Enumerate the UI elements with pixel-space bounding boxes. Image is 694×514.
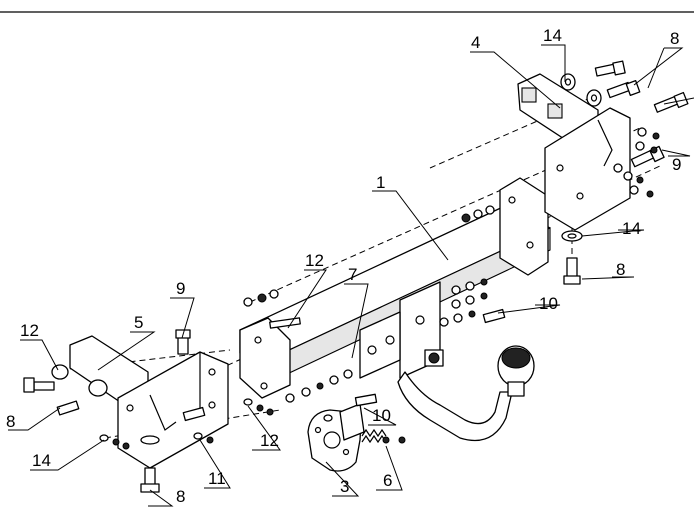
callout-8-left: 8 bbox=[6, 412, 15, 431]
socket-plate-part-3 bbox=[307, 403, 365, 472]
bolt-top-right-2 bbox=[606, 80, 641, 99]
bracket-part-4 bbox=[517, 73, 631, 231]
bolt-top-right-1 bbox=[594, 60, 626, 77]
callout-3: 3 bbox=[340, 477, 349, 496]
callout-8-right: 8 bbox=[616, 260, 625, 279]
callout-7: 7 bbox=[348, 265, 357, 284]
callout-6: 6 bbox=[383, 471, 392, 490]
callout-1: 1 bbox=[376, 173, 385, 192]
callout-12-left: 12 bbox=[20, 321, 39, 340]
spring-part-6 bbox=[361, 428, 406, 444]
callout-5: 5 bbox=[134, 313, 143, 332]
callout-9-right: 9 bbox=[672, 155, 681, 174]
callout-14-center: 12 bbox=[260, 431, 279, 450]
callout-10-upper: 10 bbox=[539, 294, 558, 313]
callout-4: 4 bbox=[471, 33, 480, 52]
callout-9-left: 9 bbox=[176, 279, 185, 298]
callout-12-top: 14 bbox=[543, 26, 562, 45]
callout-8-bottom: 8 bbox=[176, 487, 185, 506]
bolt-right-4 bbox=[630, 145, 665, 168]
callout-14-left: 14 bbox=[32, 451, 51, 470]
callout-10-lower: 10 bbox=[372, 406, 391, 425]
bracket-part-5 bbox=[69, 335, 229, 469]
tow-ball-neck bbox=[397, 345, 535, 442]
callout-12-right: 14 bbox=[622, 219, 641, 238]
callout-14-bottom: 11 bbox=[208, 469, 226, 488]
callout-11: 12 bbox=[305, 251, 324, 270]
callout-8-top-right: 8 bbox=[670, 29, 679, 48]
callout-underlines bbox=[20, 44, 682, 341]
callout-labels: 4 14 8 9 14 8 1 10 12 7 9 5 12 8 14 8 11… bbox=[6, 26, 681, 506]
